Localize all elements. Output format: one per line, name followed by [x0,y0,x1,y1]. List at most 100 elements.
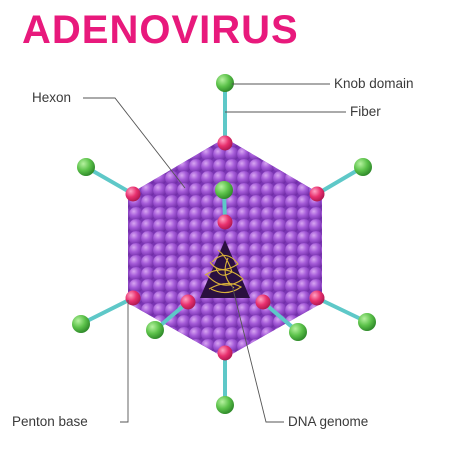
hexon-sphere [308,338,322,354]
hexon-sphere [296,158,312,174]
penton-base [217,214,233,230]
hexon-sphere [117,123,131,137]
hexon-sphere [165,123,179,137]
knob-domain [77,158,95,176]
hexon-sphere [164,146,180,162]
hexon-sphere [320,242,322,258]
hexon-sphere [140,350,156,358]
hexon-sphere [296,146,312,162]
leader-hexon [83,97,186,189]
hexon-sphere [164,350,180,358]
hexon-sphere [141,123,155,137]
hexon-sphere [309,123,323,137]
penton-base [309,186,325,202]
hexon-sphere [128,350,132,358]
hexon-sphere [164,138,180,150]
diagram-title: ADENOVIRUS [22,8,299,52]
hexon-sphere [236,338,252,354]
penton-bases [125,135,325,361]
penton-base [217,345,233,361]
label-penton-base: Penton base [12,414,88,429]
hexon-sphere [260,138,276,150]
hexon-sphere [320,146,322,162]
penton-base [255,294,271,310]
hexon-sphere [152,158,168,174]
hexon-sphere [176,350,192,358]
hexon-sphere [189,123,203,137]
hexon-sphere [188,338,204,354]
hexon-sphere [176,138,192,150]
hexon-sphere [237,123,251,137]
hexon-sphere [320,266,322,282]
hexon-sphere [248,338,264,354]
hexon-sphere [320,326,322,342]
knob-domain [289,323,307,341]
hexon-sphere [320,278,322,294]
hexon-sphere [128,146,132,162]
hexon-sphere [308,170,322,186]
hexon-sphere [200,350,216,358]
hexon-sphere [308,138,322,150]
hexon-sphere [284,158,300,174]
hexon-sphere [260,350,276,358]
penton-base [125,290,141,306]
hexon-sphere [272,338,288,354]
hexon-sphere [248,138,264,150]
knob-domains [72,74,376,414]
hexon-sphere [128,326,132,342]
leader-dna [231,284,284,423]
dna-genome [200,240,250,298]
knob-domain [216,396,234,414]
penton-base [125,186,141,202]
hexon-sphere [285,123,299,137]
hexon-sphere [297,123,311,137]
hexon-sphere [261,123,275,137]
penton-base [217,135,233,151]
hexon-sphere [296,170,312,186]
knob-domain [354,158,372,176]
fiber [79,296,135,326]
hexon-sphere [272,326,288,342]
hexon-sphere [272,138,288,150]
hexon-sphere [128,350,144,358]
hexon-sphere [296,338,312,354]
hexon-sphere [140,158,156,174]
hexon-sphere [128,314,144,330]
leader-penton [120,300,129,423]
knob-domain [216,74,234,92]
hexon-sphere [128,338,132,354]
hexon-sphere [128,338,144,354]
hexon-sphere [176,338,192,354]
hexon-sphere [320,338,322,354]
hexon-sphere [164,338,180,354]
hexon-sphere [140,170,156,186]
hexon-sphere [128,158,132,174]
hexon-sphere [320,194,322,210]
hexon-sphere [249,123,263,137]
hexon-sphere [284,146,300,162]
hexon-sphere [296,138,312,150]
hexon-sphere [128,158,144,174]
hexon-sphere [128,314,132,330]
hexon-sphere [308,146,322,162]
hexon-sphere [296,350,312,358]
hexon-sphere [260,338,276,354]
hexon-sphere [188,350,204,358]
penton-base [180,294,196,310]
knob-domain [146,321,164,339]
leader-lines [83,83,346,423]
fiber [315,296,369,324]
knob-domain [215,181,233,199]
hexon-sphere [200,138,216,150]
hexon-sphere [320,350,322,358]
hexon-sphere [152,138,168,150]
hexon-sphere [320,230,322,246]
hexon-sphere [140,146,156,162]
hexon-sphere [320,218,322,234]
hexon-sphere [260,146,276,162]
hexon-sphere [176,146,192,162]
hexon-sphere [128,138,132,150]
label-fiber: Fiber [350,104,381,119]
hexon-sphere [128,146,144,162]
hexon-sphere [308,158,322,174]
